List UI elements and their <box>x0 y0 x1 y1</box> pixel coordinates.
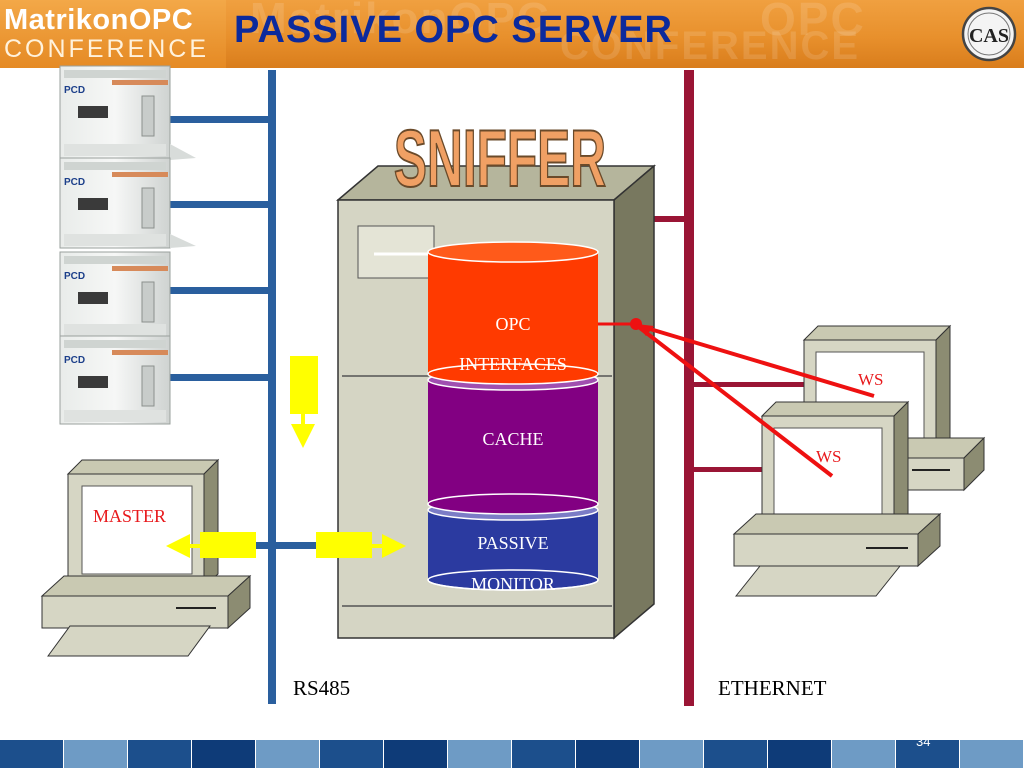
network-diagram: PCD PCD PCD <box>40 65 986 706</box>
footer-segment <box>768 740 832 768</box>
footer-segment <box>448 740 512 768</box>
page-number: 34 <box>916 734 931 749</box>
opc-interfaces-line2: INTERFACES <box>459 354 567 374</box>
footer-segment <box>320 740 384 768</box>
svg-text:PCD: PCD <box>64 177 85 188</box>
cas-logo-text: CAS <box>969 25 1009 47</box>
footer-segment <box>640 740 704 768</box>
svg-text:PCD: PCD <box>64 85 85 96</box>
rs485-label: RS485 <box>293 676 351 700</box>
footer-segment <box>128 740 192 768</box>
footer-segment <box>896 740 960 768</box>
plc-stack: PCD PCD PCD <box>59 65 196 425</box>
footer-segment <box>512 740 576 768</box>
bus-probes <box>166 356 406 558</box>
slide-header: MatrikonOPC CONFERENCE OPC MatrikonOPC C… <box>0 0 1024 68</box>
footer-segment <box>0 740 64 768</box>
footer-segment <box>192 740 256 768</box>
opc-client-links <box>598 318 875 478</box>
ethernet-bus <box>650 70 804 706</box>
footer-segment <box>384 740 448 768</box>
ws-label-back: WS <box>858 370 884 389</box>
ethernet-label: ETHERNET <box>718 676 827 700</box>
workstation-front <box>732 400 942 597</box>
plc-module: PCD <box>59 335 171 425</box>
passive-monitor-line1: PASSIVE <box>477 533 549 553</box>
plc-module: PCD <box>59 251 171 339</box>
footer-segment <box>64 740 128 768</box>
brand-subtitle: CONFERENCE <box>4 35 210 63</box>
svg-text:PCD: PCD <box>64 355 85 366</box>
brand-logo: MatrikonOPC CONFERENCE <box>0 0 226 68</box>
footer-bar <box>0 740 1024 768</box>
brand-name: MatrikonOPC <box>4 4 194 36</box>
master-label: MASTER <box>93 506 167 526</box>
footer-segment <box>960 740 1024 768</box>
cache-label: CACHE <box>482 429 544 449</box>
passive-monitor-line2: MONITOR <box>471 574 555 594</box>
plc-module: PCD <box>59 157 196 249</box>
footer-segment <box>576 740 640 768</box>
footer-segment <box>832 740 896 768</box>
footer-segment <box>704 740 768 768</box>
data-store-cylinder <box>427 241 599 591</box>
slide-title: PASSIVE OPC SERVER <box>234 9 673 51</box>
footer-segment <box>256 740 320 768</box>
svg-text:PCD: PCD <box>64 271 85 282</box>
sniffer-label: SNIFFER <box>394 114 606 204</box>
plc-module: PCD <box>59 65 196 161</box>
ws-label-front: WS <box>816 447 842 466</box>
opc-interfaces-line1: OPC <box>495 314 531 334</box>
cas-logo: CAS <box>961 6 1017 62</box>
rs485-bus <box>170 70 344 704</box>
